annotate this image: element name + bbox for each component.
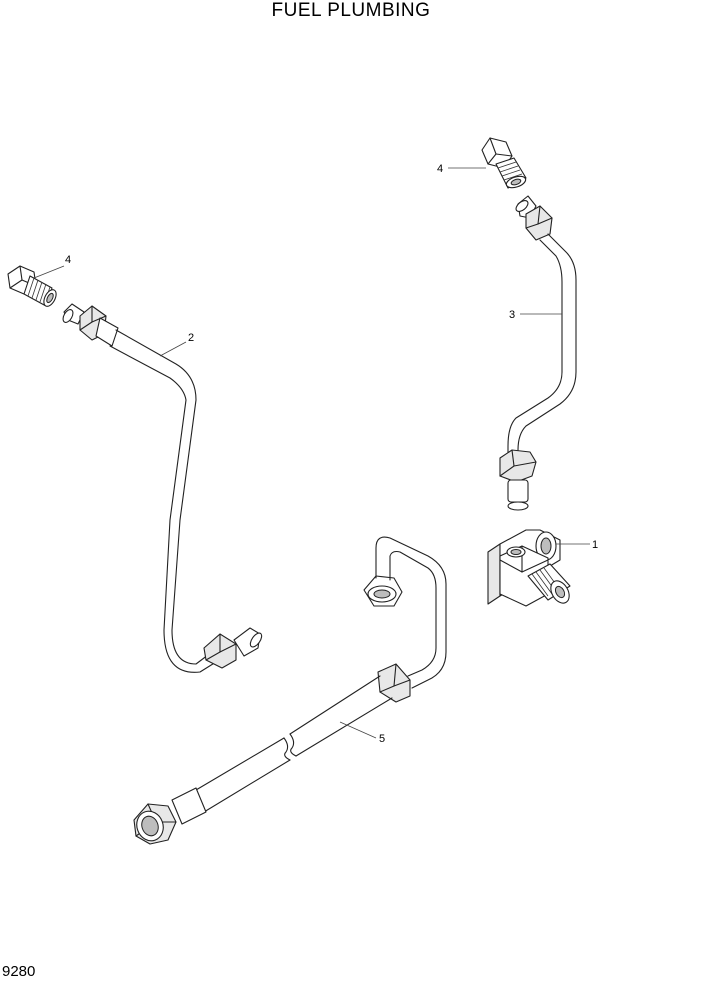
callout-hose: 5 <box>379 733 385 745</box>
union-bracket <box>487 529 571 607</box>
fuel-pipe-right <box>499 195 577 511</box>
leader-lines <box>33 167 590 739</box>
adapter-fitting-right <box>481 137 527 189</box>
page-code: 9280 <box>2 963 36 980</box>
callout-adapter-right: 4 <box>437 163 443 175</box>
adapter-fitting-left <box>7 265 57 307</box>
callout-bracket: 1 <box>592 539 598 551</box>
fuel-hose <box>133 536 447 845</box>
fuel-pipe-left <box>62 303 263 673</box>
callout-pipe-left: 2 <box>188 332 194 344</box>
callout-pipe-right: 3 <box>509 309 515 321</box>
page-title: FUEL PLUMBING <box>271 0 431 21</box>
callout-adapter-left: 4 <box>65 254 71 266</box>
